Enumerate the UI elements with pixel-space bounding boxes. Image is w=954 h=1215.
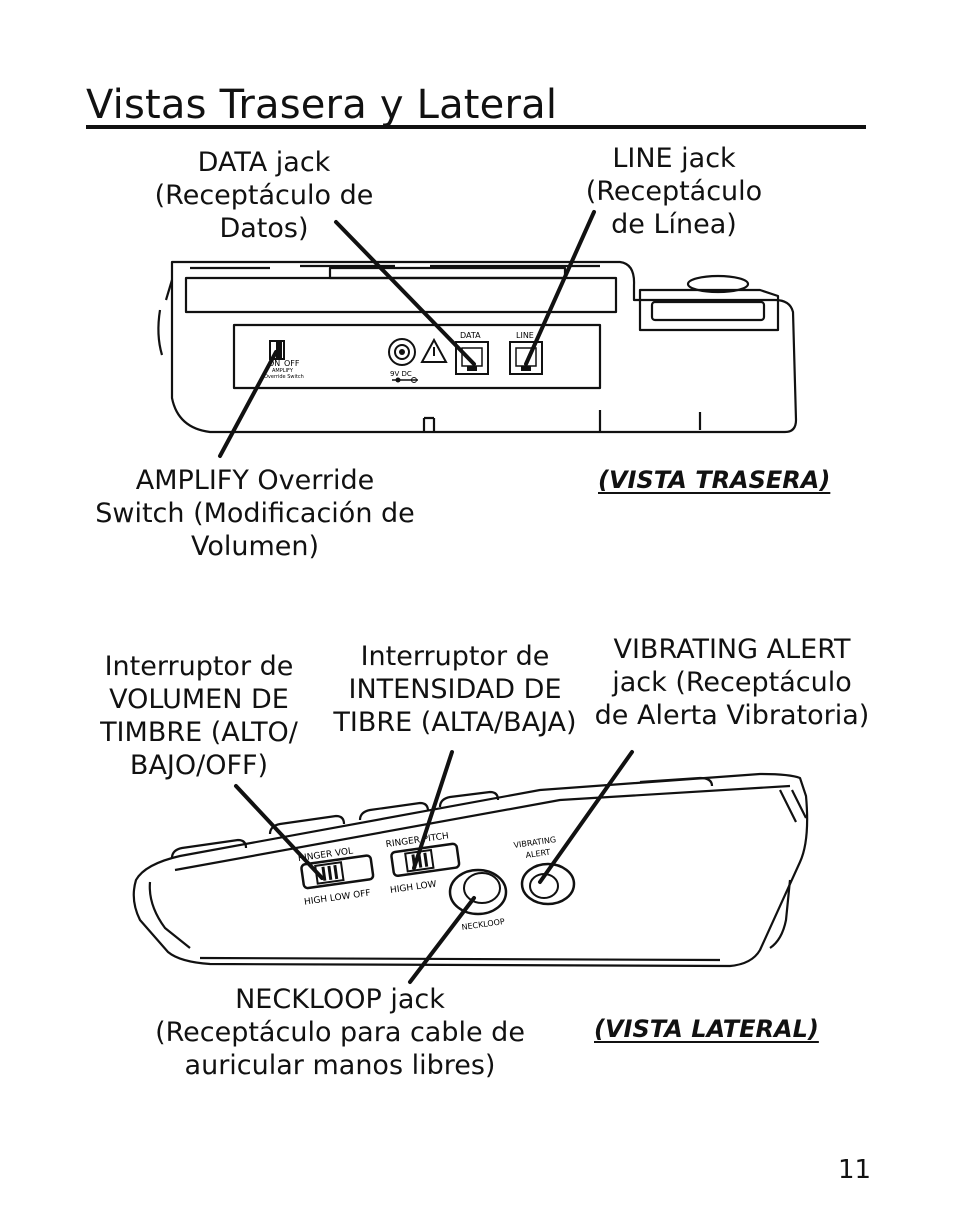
panel-neckloop-label: NECKLOOP xyxy=(461,917,505,932)
warning-icon xyxy=(420,337,448,363)
leader-line xyxy=(524,210,596,366)
label-line-jack: LINE jack (Receptáculo de Línea) xyxy=(585,143,763,240)
title-underline xyxy=(86,125,866,129)
rear-body-outline xyxy=(170,260,798,434)
panel-override-label: Override Switch xyxy=(264,374,304,380)
panel-dc-label: 9V DC xyxy=(390,370,412,378)
ringer-pitch-switch xyxy=(390,842,461,878)
leader-data xyxy=(334,220,476,366)
label-data-jack: DATA jack (Receptáculo de Datos) xyxy=(154,147,374,244)
leader-vibrating-alert xyxy=(538,750,634,884)
leader-neckloop xyxy=(408,896,476,984)
panel-amplify-label: AMPLIFY xyxy=(272,368,294,374)
panel-vibrating-label: VIBRATING xyxy=(513,835,557,850)
leader-ringer-volume xyxy=(234,784,324,880)
panel-ringer-pitch-label: RINGER PITCH xyxy=(385,831,449,850)
side-view-caption: (VISTA LATERAL) xyxy=(594,1015,819,1043)
label-neckloop-jack: NECKLOOP jack (Receptáculo para cable de… xyxy=(155,984,525,1081)
panel-vol-options: HIGH LOW OFF xyxy=(304,888,372,907)
panel-line-label: LINE xyxy=(516,331,534,340)
vibrating-alert-jack xyxy=(520,862,576,906)
panel-alert-label: ALERT xyxy=(525,848,551,860)
ringer-volume-switch xyxy=(300,854,375,890)
side-body-outline xyxy=(132,772,809,968)
panel-pitch-options: HIGH LOW xyxy=(390,880,438,896)
label-ringer-volume-switch: Interruptor de VOLUMEN DE TIMBRE (ALTO/ … xyxy=(100,651,298,781)
label-amplify-switch: AMPLIFY Override Switch (Modificación de… xyxy=(95,465,415,562)
line-jack xyxy=(509,341,543,375)
data-jack xyxy=(455,341,489,375)
panel-data-label: DATA xyxy=(460,331,481,340)
page-number: 11 xyxy=(838,1155,872,1185)
page-title: Vistas Trasera y Lateral xyxy=(86,82,558,128)
panel-on-label: ON xyxy=(268,359,280,368)
rear-panel xyxy=(232,323,602,390)
dc-jack xyxy=(388,338,416,366)
panel-off-label: OFF xyxy=(284,359,300,368)
label-ringer-pitch-switch: Interruptor de INTENSIDAD DE TIBRE (ALTA… xyxy=(333,641,577,738)
label-vibrating-alert-jack: VIBRATING ALERT jack (Receptáculo de Ale… xyxy=(594,634,870,731)
leader-amplify xyxy=(218,350,278,458)
rear-view-caption: (VISTA TRASERA) xyxy=(598,466,831,494)
leader-ringer-pitch xyxy=(412,750,454,870)
neckloop-jack xyxy=(448,868,508,916)
